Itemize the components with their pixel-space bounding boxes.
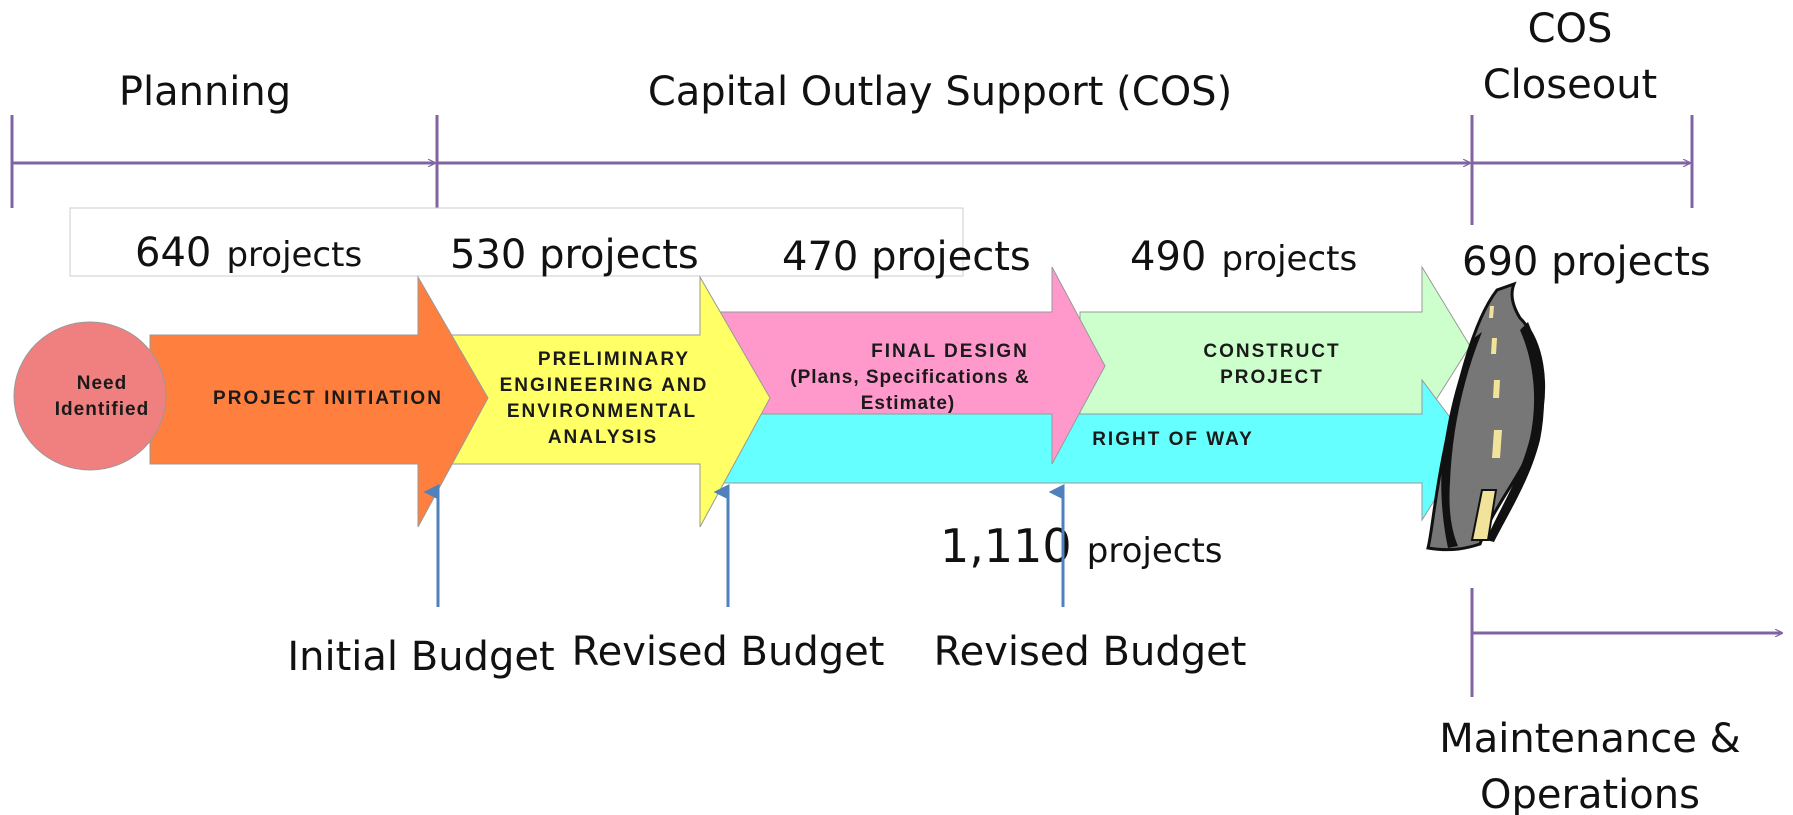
count-construct-project-number: 490 xyxy=(1130,234,1206,280)
count-right-of-way-number: 1,110 xyxy=(940,519,1072,573)
count-preliminary-engineering: 530 projects xyxy=(450,232,699,278)
phase-closeout-label-line2: Closeout xyxy=(1483,62,1657,108)
count-construct-project-unit: projects xyxy=(1221,239,1357,279)
final-design-label-line2: (Plans, Specifications & xyxy=(790,367,1029,388)
construct-project-label-line2: PROJECT xyxy=(1220,367,1324,388)
project-initiation-arrow xyxy=(149,275,489,528)
count-final-design: 470 projects xyxy=(782,234,1031,280)
initial-budget-label: Initial Budget xyxy=(287,634,554,680)
preliminary-engineering-label-line1: PRELIMINARY xyxy=(538,349,690,370)
count-project-initiation: 640 projects xyxy=(135,230,362,276)
count-right-of-way: 1,110 projects xyxy=(940,519,1223,573)
road-icon xyxy=(1426,281,1546,552)
count-project-initiation-number: 640 xyxy=(135,230,211,276)
preliminary-engineering-label-line2: ENGINEERING AND xyxy=(500,375,709,396)
count-construct-project: 490 projects xyxy=(1130,234,1357,280)
count-right-of-way-unit: projects xyxy=(1087,531,1223,571)
preliminary-engineering-arrow xyxy=(439,275,771,528)
right-of-way-label: RIGHT OF WAY xyxy=(1092,429,1254,450)
final-design-label-line1: FINAL DESIGN xyxy=(871,341,1029,362)
construct-project-label-line1: CONSTRUCT xyxy=(1203,341,1340,362)
count-closeout: 690 projects xyxy=(1462,239,1711,285)
maintenance-timeline xyxy=(1470,588,1782,697)
maintenance-label-line1: Maintenance & xyxy=(1439,716,1741,762)
budget-milestones xyxy=(423,484,1065,607)
preliminary-engineering-label-line4: ANALYSIS xyxy=(548,427,658,448)
need-identified-circle xyxy=(13,321,167,471)
revised-budget-label-2: Revised Budget xyxy=(934,629,1247,675)
count-label-box xyxy=(69,207,964,277)
need-identified-label-line1: Need xyxy=(77,373,127,394)
count-project-initiation-unit: projects xyxy=(226,235,362,275)
revised-budget-label-1: Revised Budget xyxy=(572,629,885,675)
phase-planning-label: Planning xyxy=(119,69,291,115)
final-design-label-line3: Estimate) xyxy=(861,393,956,414)
phase-cos-label: Capital Outlay Support (COS) xyxy=(648,69,1232,115)
maintenance-label-line2: Operations xyxy=(1480,772,1700,815)
project-initiation-label: PROJECT INITIATION xyxy=(213,388,443,409)
final-design-arrow xyxy=(719,266,1106,465)
need-identified-label-line2: Identified xyxy=(55,399,149,420)
phase-closeout-label-line1: COS xyxy=(1528,6,1613,52)
preliminary-engineering-label-line3: ENVIRONMENTAL xyxy=(507,401,697,422)
phase-timeline xyxy=(10,115,1694,225)
